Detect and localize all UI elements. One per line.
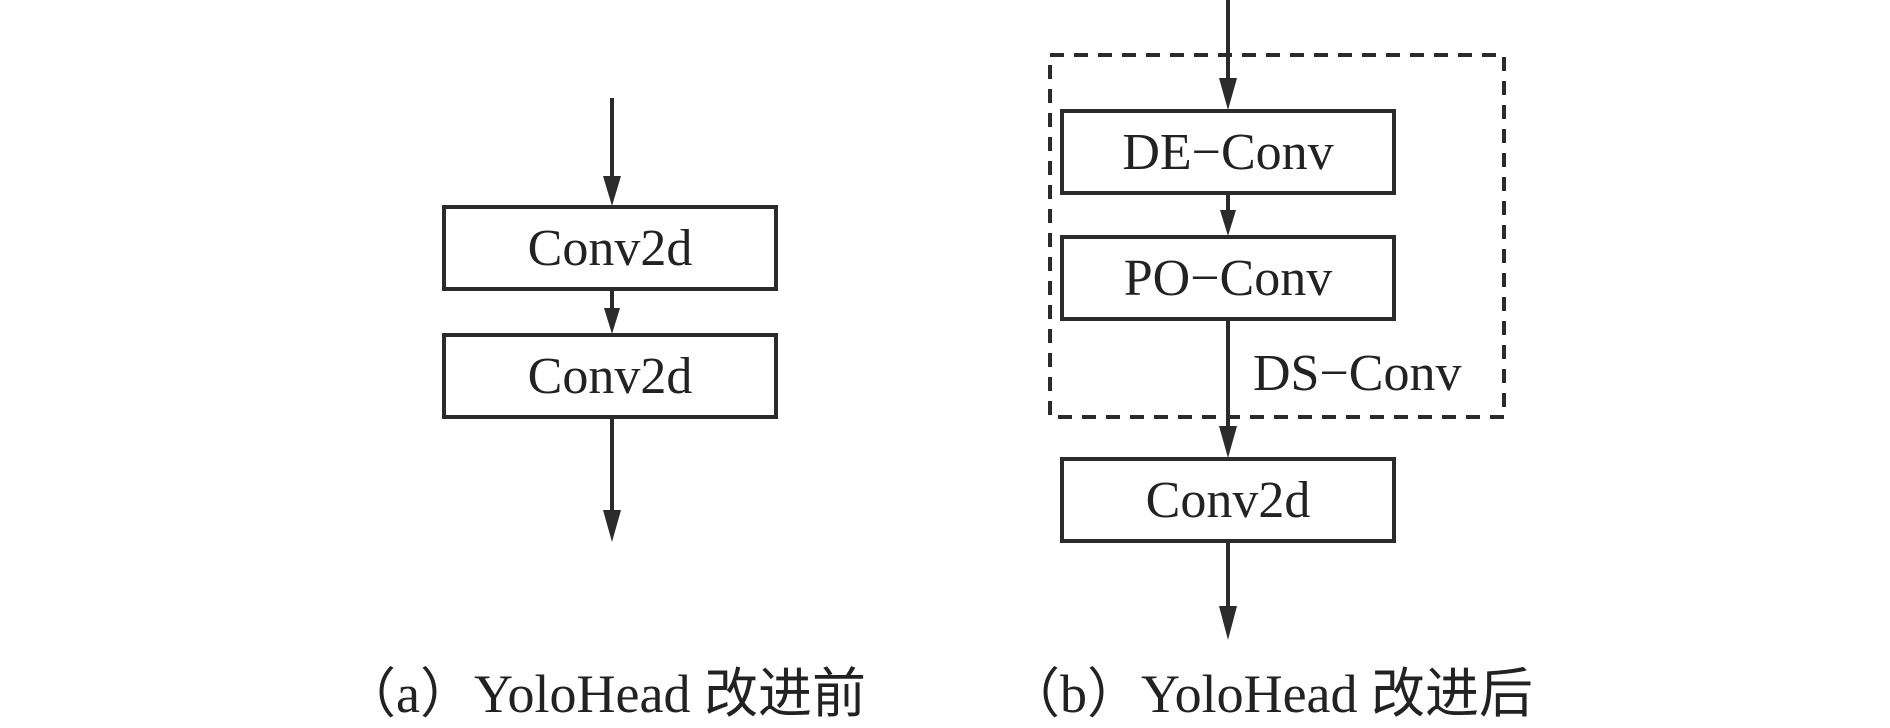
- panel-a-input-arrow: [603, 98, 621, 206]
- ds-conv-group-label: DS−Conv: [1253, 345, 1461, 402]
- panel-b-input-arrow: [1219, 0, 1237, 110]
- panel-b-caption: （b）YoloHead 改进后: [1006, 664, 1533, 724]
- panel-a: Conv2d Conv2d （a）YoloHead 改进前: [342, 98, 866, 724]
- panel-a-conv2d-block-1: Conv2d: [442, 205, 778, 291]
- panel-b-group-output-arrow: [1219, 319, 1237, 458]
- panel-b-conv2d-label: Conv2d: [1146, 472, 1311, 529]
- panel-b-conv2d-block: Conv2d: [1060, 457, 1396, 543]
- panel-a-output-arrow: [603, 417, 621, 542]
- po-conv-block: PO−Conv: [1060, 235, 1396, 321]
- de-conv-block: DE−Conv: [1060, 109, 1396, 195]
- de-conv-label: DE−Conv: [1122, 124, 1333, 181]
- panel-a-conv2d-label-1: Conv2d: [528, 220, 693, 277]
- panel-a-caption: （a）YoloHead 改进前: [342, 664, 866, 724]
- ds-conv-group-border: [1048, 53, 1506, 419]
- panel-a-connector-arrow: [604, 289, 620, 334]
- panel-b-connector-arrow: [1220, 193, 1236, 236]
- po-conv-label: PO−Conv: [1124, 250, 1332, 307]
- panel-b-output-arrow: [1219, 541, 1237, 640]
- panel-b: DE−Conv PO−Conv DS−Conv Conv2d: [1006, 0, 1533, 724]
- panel-a-conv2d-block-2: Conv2d: [442, 333, 778, 419]
- panel-a-conv2d-label-2: Conv2d: [528, 348, 693, 405]
